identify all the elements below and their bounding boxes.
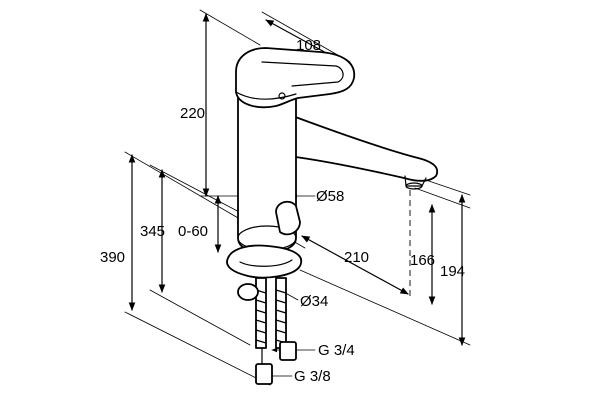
dim-390: 390 [100,249,125,266]
fitting-g34 [279,341,297,361]
lever-handle [235,47,356,109]
fitting-g38 [255,363,273,385]
faucet-illustration [226,47,439,385]
dim-108: 108 [296,37,321,54]
spout [281,111,439,182]
thread-g34: G 3/4 [318,342,355,359]
dim-220: 220 [180,105,205,122]
dim-0-60: 0-60 [178,223,208,240]
dim-194: 194 [440,263,465,280]
base-plate [226,244,303,279]
thread-g38: G 3/8 [294,368,331,385]
dim-diameter-34: Ø34 [300,293,328,310]
dim-210: 210 [344,249,369,266]
dim-diameter-58: Ø58 [316,188,344,205]
dim-166: 166 [410,252,435,269]
mounting-nut [237,283,259,301]
side-knob [275,200,301,236]
dimension-labels: 108 220 Ø58 345 0-60 390 210 166 194 Ø34… [100,37,465,385]
dim-345: 345 [140,223,165,240]
